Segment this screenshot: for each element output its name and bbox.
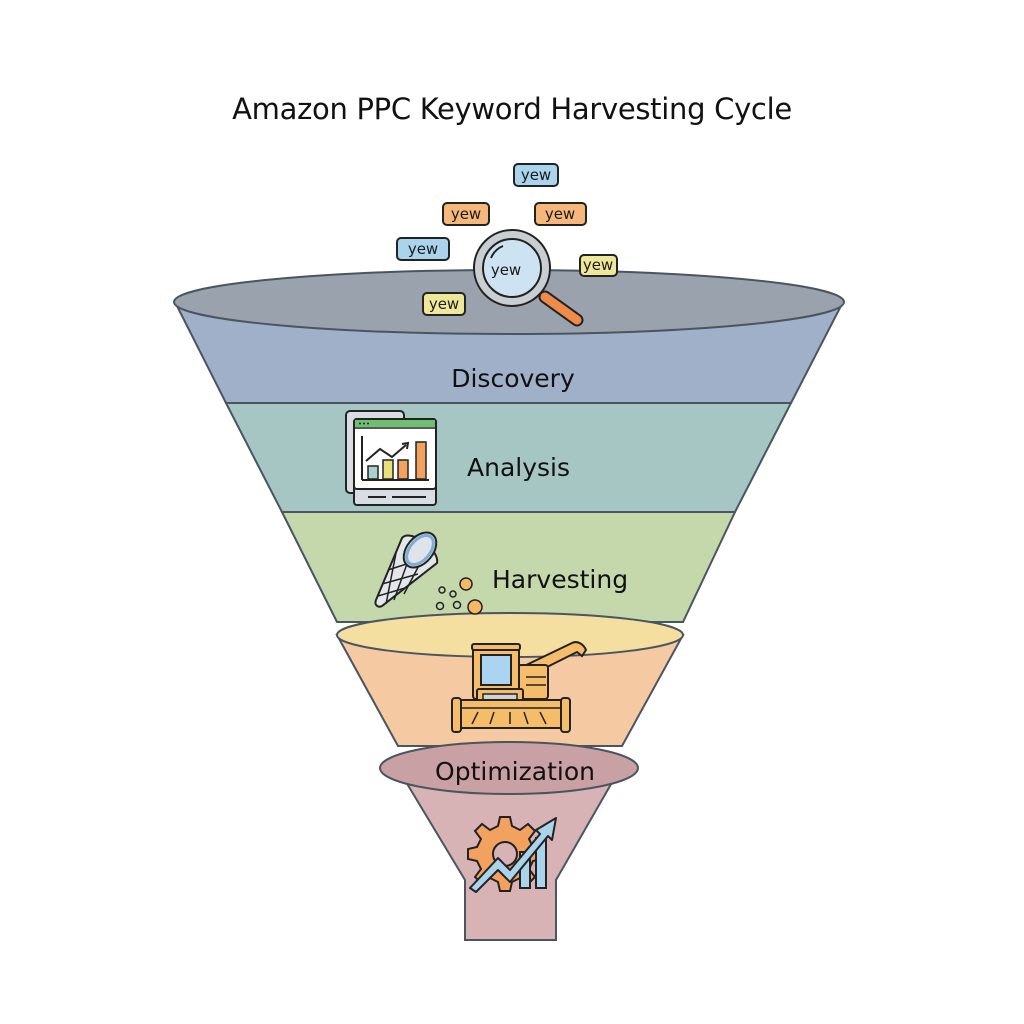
- stage-label-harvesting: Harvesting: [492, 565, 628, 594]
- keyword-tag: yew: [513, 163, 559, 187]
- svg-text:yew: yew: [408, 240, 438, 258]
- keyword-tag: yew: [579, 254, 618, 277]
- magnifying-glass-icon: yew: [473, 229, 584, 327]
- bar-chart-report-icon: [345, 410, 437, 506]
- keyword-tag: yew: [396, 237, 450, 261]
- svg-text:yew: yew: [583, 256, 613, 274]
- combine-harvester-icon: [451, 641, 588, 733]
- keyword-tag: yew: [422, 292, 466, 316]
- keyword-tag: yew: [534, 202, 587, 226]
- stage-label-optimization: Optimization: [435, 757, 595, 786]
- net-icon: [374, 531, 483, 615]
- stage-label-discovery: Discovery: [451, 364, 575, 393]
- stage-label-analysis: Analysis: [467, 453, 570, 482]
- diagram-title: Amazon PPC Keyword Harvesting Cycle: [232, 92, 792, 126]
- keyword-tags: yew yew yew yew yew yew: [396, 163, 618, 316]
- svg-text:yew: yew: [545, 205, 575, 223]
- svg-text:yew: yew: [429, 295, 459, 313]
- svg-text:yew: yew: [521, 166, 551, 184]
- magnifier-keyword: yew: [491, 261, 521, 279]
- gear-growth-arrow-icon: [467, 816, 557, 893]
- svg-text:yew: yew: [451, 205, 481, 223]
- optimization-rim: [379, 741, 639, 795]
- keyword-tag: yew: [442, 202, 490, 226]
